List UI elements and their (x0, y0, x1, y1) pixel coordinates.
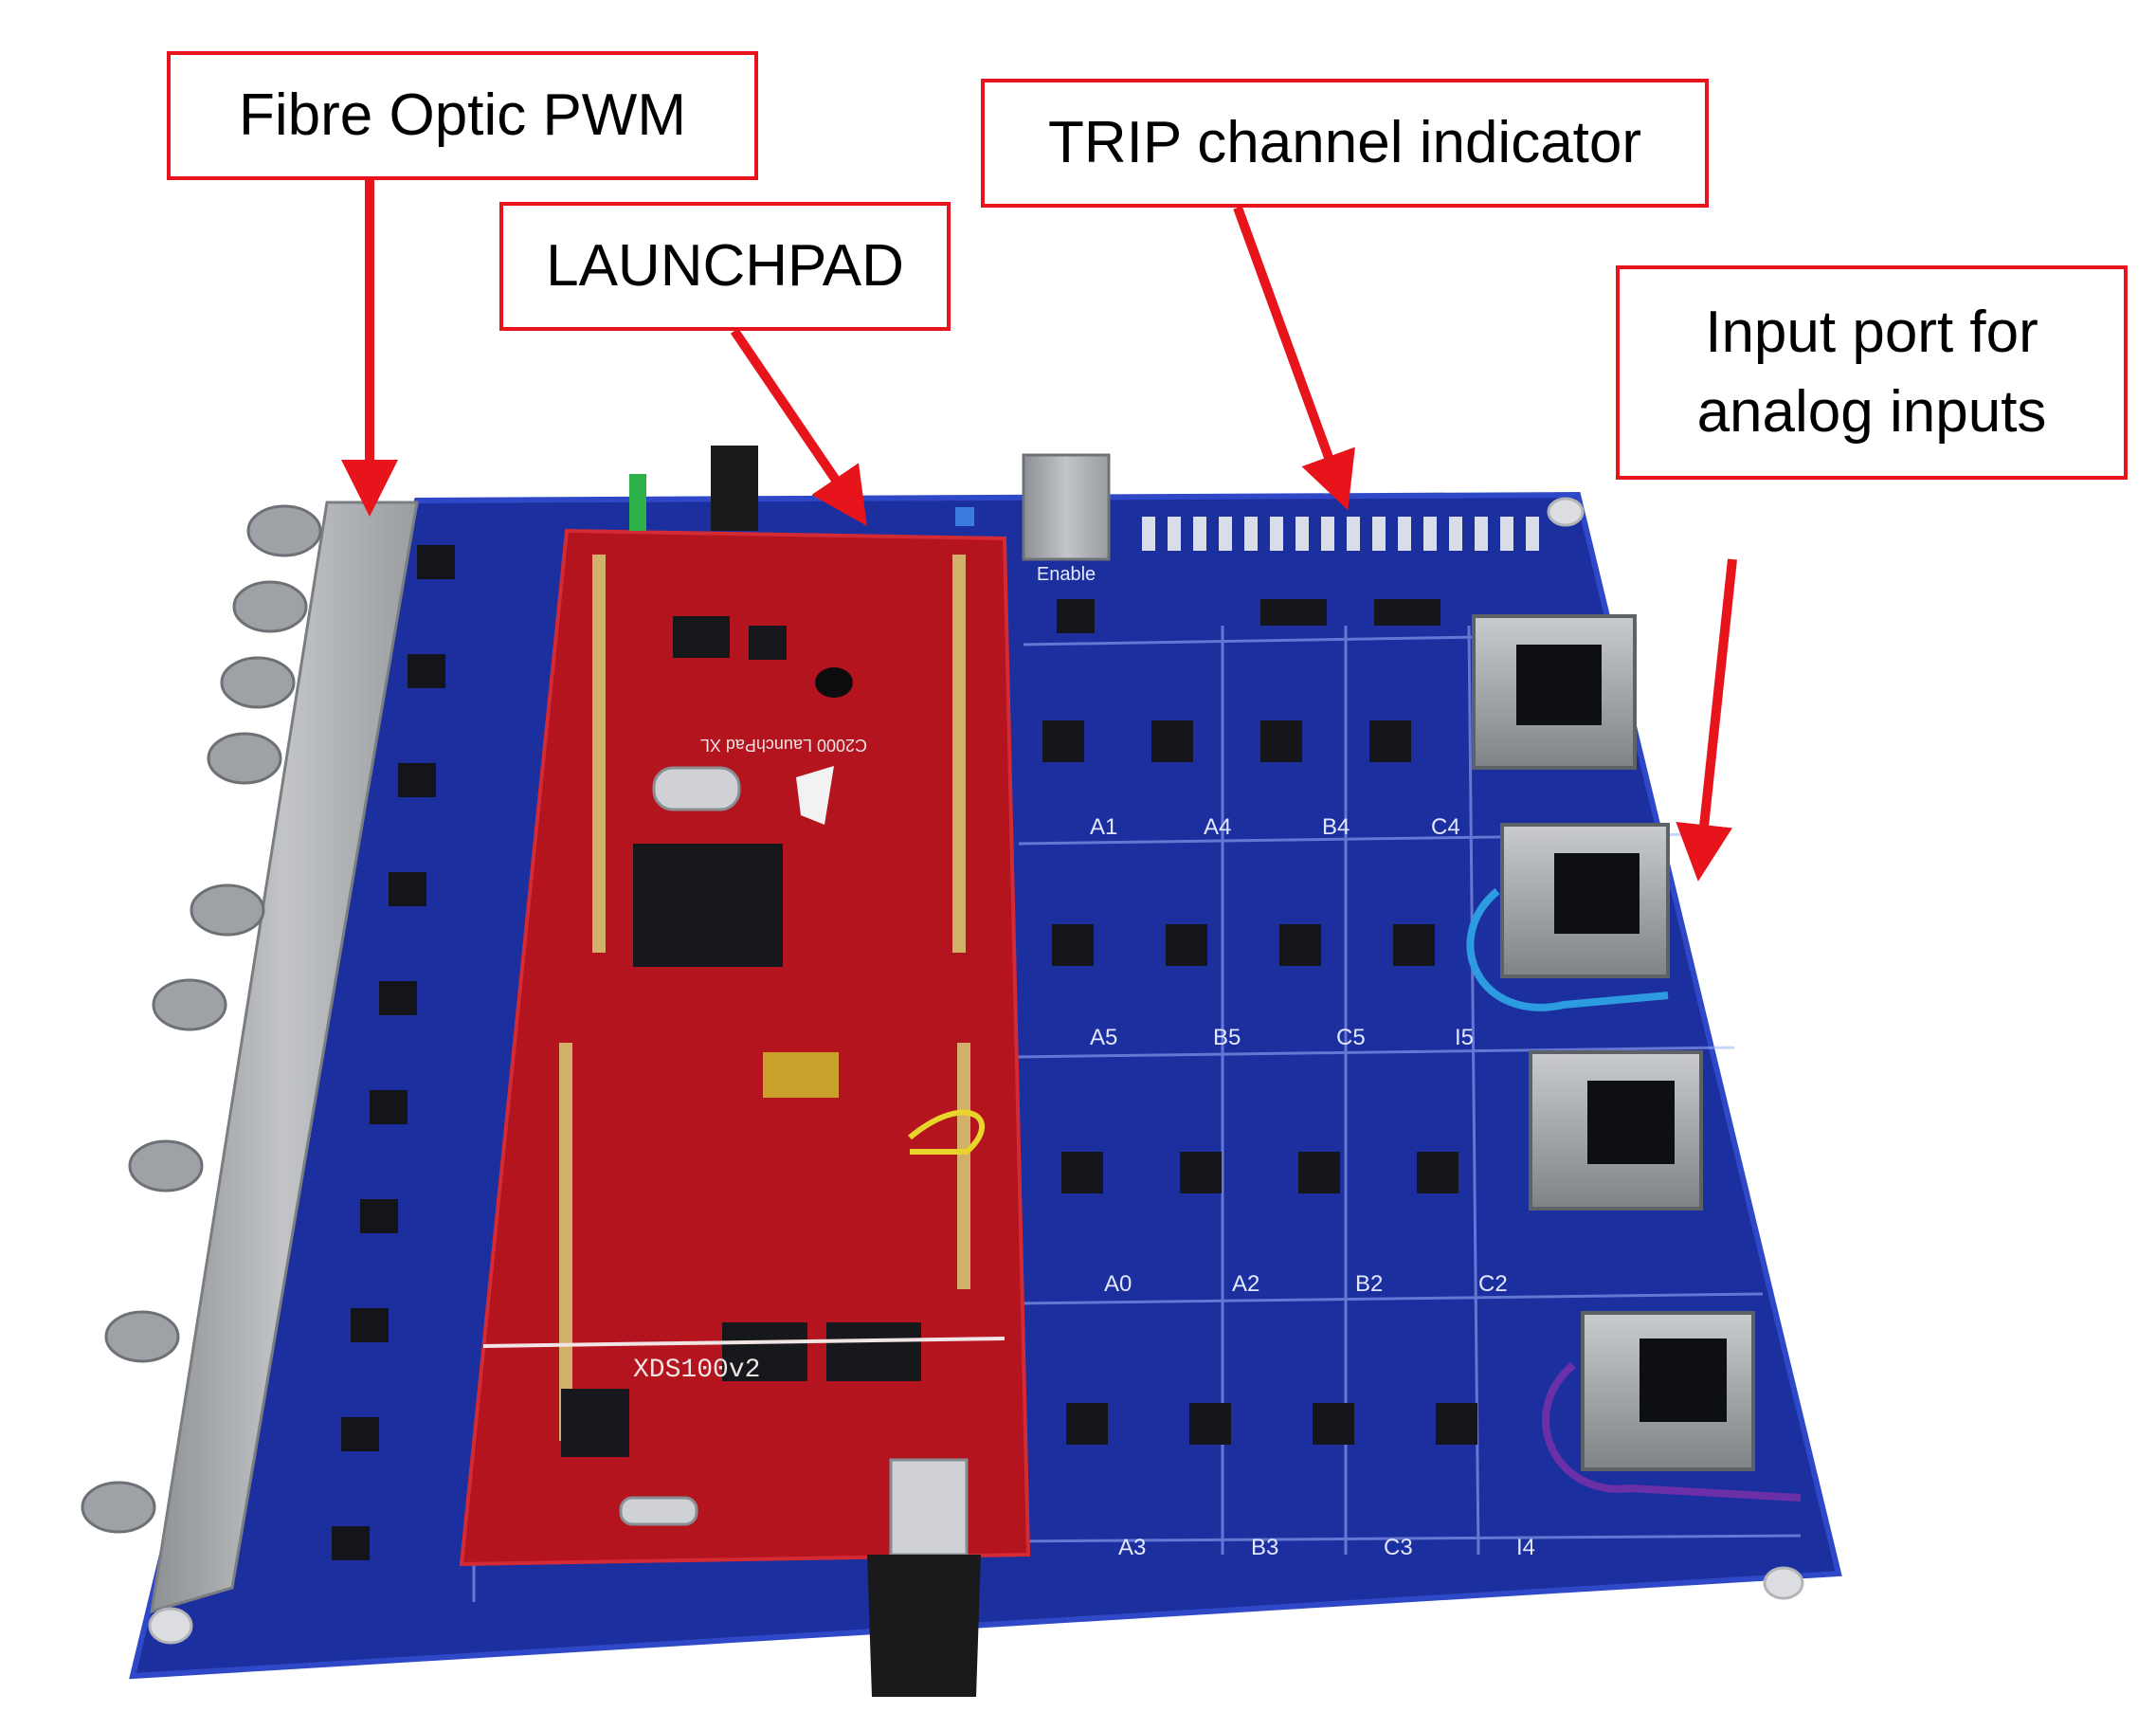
rj45-port (1542, 1311, 1802, 1502)
callout-text: Fibre Optic PWM (239, 82, 686, 149)
arrow-trip (1233, 206, 1355, 511)
channel-label: A3 (1118, 1535, 1146, 1560)
rj45-port (1472, 614, 1637, 770)
callout-input-port: Input port for analog inputs (1616, 265, 2128, 480)
channel-label: I5 (1455, 1025, 1474, 1050)
rj45-port (1466, 823, 1670, 1011)
channel-label: B2 (1355, 1271, 1383, 1297)
channel-label: C4 (1431, 814, 1460, 840)
channel-label: A4 (1204, 814, 1231, 840)
channel-label: B3 (1251, 1535, 1278, 1560)
launchpad-board: XDS100v2 C2000 LaunchPad XL (459, 446, 1031, 1567)
debugger-silk: XDS100v2 (633, 1356, 760, 1385)
channel-silk-labels: A1 A4 B4 C4 A5 B5 C5 I5 A0 A2 B2 C2 A3 B… (1090, 814, 1535, 1560)
rj45-port (1529, 1050, 1703, 1211)
standoffs (148, 497, 1804, 1645)
arrow-launchpad (730, 328, 867, 526)
channel-label: A1 (1090, 814, 1117, 840)
callout-trip-channel-indicator: TRIP channel indicator (981, 79, 1709, 208)
channel-label: A0 (1104, 1271, 1132, 1297)
annotation-arrows (341, 180, 1737, 882)
channel-label: A5 (1090, 1025, 1117, 1050)
channel-label: B4 (1322, 814, 1350, 840)
analog-channel-chips (1042, 599, 1477, 1445)
callout-text-line2: analog inputs (1696, 379, 2047, 445)
arrow-input-port (1676, 558, 1737, 882)
launchpad-silk: C2000 LaunchPad XL (700, 736, 867, 755)
channel-label: C2 (1478, 1271, 1508, 1297)
usb-cable (867, 1458, 981, 1697)
mcu-chip (633, 844, 783, 967)
enable-silk: Enable (1037, 564, 1096, 585)
rj45-input-ports (1466, 614, 1802, 1502)
fibre-optic-connectors (81, 501, 455, 1614)
ti-logo-icon (796, 766, 834, 825)
callout-text: TRIP channel indicator (1047, 110, 1642, 176)
channel-label: B5 (1213, 1025, 1241, 1050)
callout-launchpad: LAUNCHPAD (499, 202, 951, 331)
channel-label: C3 (1384, 1535, 1413, 1560)
enable-connector: Enable (1022, 453, 1111, 585)
channel-label: A2 (1232, 1271, 1259, 1297)
trip-led-row (1142, 517, 1539, 551)
callout-text: LAUNCHPAD (546, 233, 904, 300)
channel-label: I4 (1516, 1535, 1535, 1560)
callout-text-line1: Input port for (1705, 300, 2038, 366)
channel-label: C5 (1336, 1025, 1366, 1050)
callout-fibre-optic-pwm: Fibre Optic PWM (167, 51, 758, 180)
